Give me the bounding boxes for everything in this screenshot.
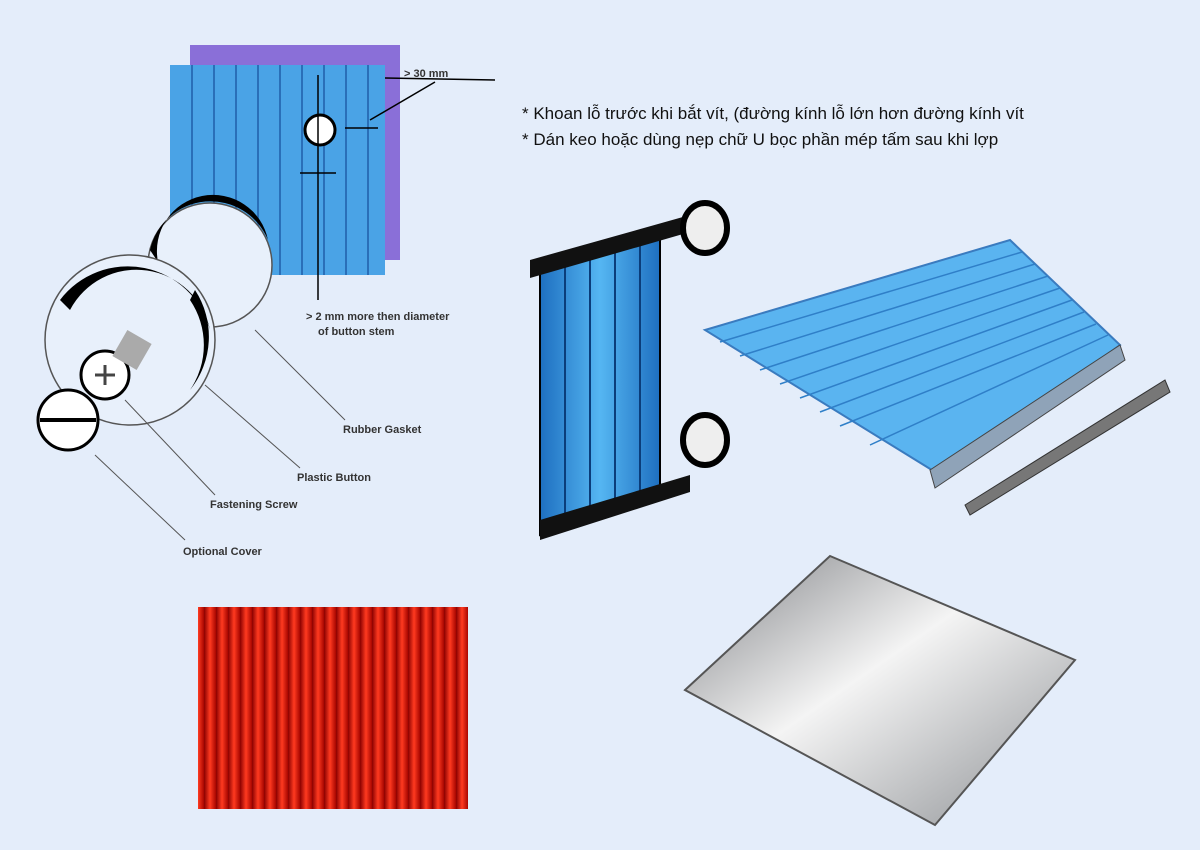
drill-hole	[303, 113, 337, 147]
note-line-2: * Dán keo hoặc dùng nẹp chữ U bọc phần m…	[522, 130, 999, 149]
hole-note-line-1: > 2 mm more then diameter	[306, 311, 450, 323]
label-plastic-button: Plastic Button	[297, 472, 371, 484]
solid-sheet	[683, 554, 1077, 827]
label-rubber-gasket: Rubber Gasket	[343, 424, 422, 436]
label-fastening-screw: Fastening Screw	[210, 499, 298, 511]
roller-top	[680, 200, 730, 256]
hole-note-line-2: of button stem	[318, 326, 395, 338]
flat-sheet-illustration	[702, 238, 1171, 516]
note-line-1: * Khoan lỗ trước khi bắt vít, (đường kín…	[522, 104, 1024, 123]
fastening-diagram	[36, 45, 496, 541]
label-optional-cover: Optional Cover	[183, 546, 262, 558]
rolled-sheet-illustration	[530, 200, 730, 540]
red-corrugated-sheet	[198, 607, 468, 809]
roller-bottom	[680, 412, 730, 468]
u-profile	[964, 379, 1171, 516]
dimension-label: > 30 mm	[404, 68, 449, 80]
